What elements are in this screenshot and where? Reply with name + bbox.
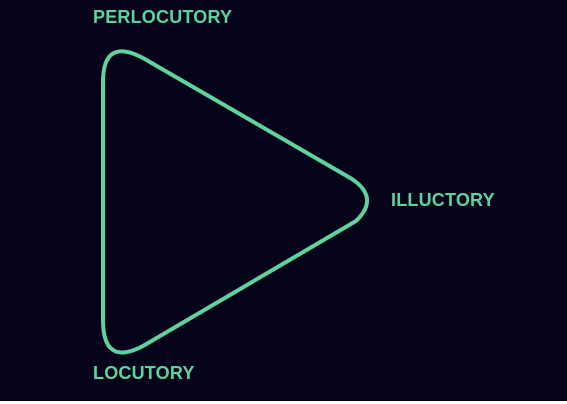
rounded-triangle-shape bbox=[101, 49, 369, 355]
illuctory-label: ILLUCTORY bbox=[391, 190, 495, 210]
locutory-label: LOCUTORY bbox=[93, 363, 195, 383]
perlocutory-label: PERLOCUTORY bbox=[93, 7, 233, 27]
